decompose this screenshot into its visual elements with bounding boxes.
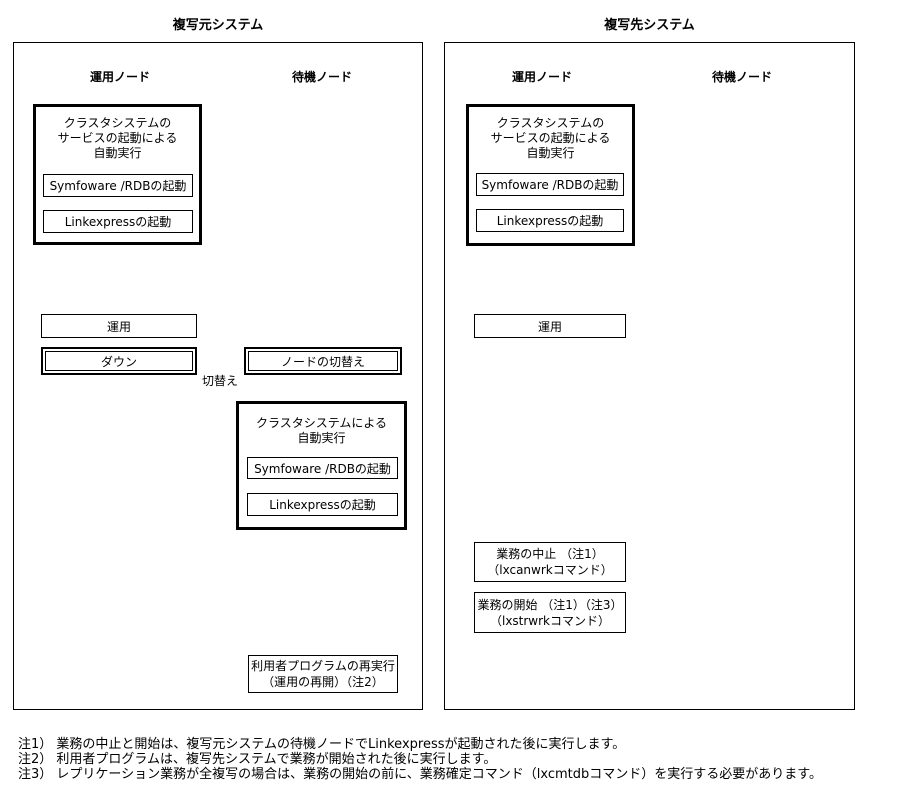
dest-system-title: 複写先システム	[604, 18, 695, 33]
dest-cluster-service-box: クラスタシステムの サービスの起動による 自動実行 Symfoware /RDB…	[466, 104, 635, 246]
source-down-box: ダウン	[41, 347, 197, 375]
source-standby-node-header: 待機ノード	[291, 70, 352, 84]
dest-operation-box: 運用	[474, 314, 626, 338]
source-system-panel	[13, 42, 423, 710]
source-operation-box: 運用	[41, 314, 197, 338]
source-system-title: 複写元システム	[172, 18, 264, 33]
standby-symfoware-start-box: Symfoware /RDBの起動	[247, 457, 398, 479]
work-cancel-box: 業務の中止 （注1） （lxcanwrkコマンド）	[474, 542, 626, 582]
switchover-label: 切替え	[201, 374, 238, 388]
notes-block: 注1） 業務の中止と開始は、複写元システムの待機ノードでLinkexpressが…	[18, 737, 822, 782]
dest-active-node-header: 運用ノード	[511, 70, 572, 84]
work-start-box: 業務の開始 （注1）（注3） （lxstrwrkコマンド）	[474, 592, 626, 633]
note-1: 注1） 業務の中止と開始は、複写元システムの待機ノードでLinkexpressが…	[18, 737, 626, 752]
source-cluster-auto-title: クラスタシステムによる 自動実行	[255, 416, 388, 445]
node-switch-box: ノードの切替え	[244, 347, 402, 375]
note-2: 注2） 利用者プログラムは、複写先システムで業務が開始された後に実行します。	[18, 752, 497, 767]
source-cluster-service-box: クラスタシステムの サービスの起動による 自動実行 Symfoware /RDB…	[33, 104, 202, 245]
user-program-restart-box: 利用者プログラムの再実行 （運用の再開）（注2）	[248, 655, 398, 693]
dest-standby-node-header: 待機ノード	[711, 70, 772, 84]
source-cluster-service-title: クラスタシステムの サービスの起動による 自動実行	[57, 116, 178, 160]
source-linkexpress-start-box: Linkexpressの起動	[43, 210, 193, 233]
dest-linkexpress-start-box: Linkexpressの起動	[476, 209, 624, 232]
dest-symfoware-start-box: Symfoware /RDBの起動	[476, 173, 624, 196]
source-symfoware-start-box: Symfoware /RDBの起動	[43, 174, 193, 197]
source-cluster-auto-box: クラスタシステムによる 自動実行 Symfoware /RDBの起動 Linke…	[236, 401, 407, 530]
standby-linkexpress-start-box: Linkexpressの起動	[247, 493, 398, 516]
note-3: 注3） レプリケーション業務が全複写の場合は、業務の開始の前に、業務確定コマンド…	[18, 767, 822, 782]
dest-cluster-service-title: クラスタシステムの サービスの起動による 自動実行	[490, 116, 611, 160]
source-active-node-header: 運用ノード	[89, 70, 150, 84]
